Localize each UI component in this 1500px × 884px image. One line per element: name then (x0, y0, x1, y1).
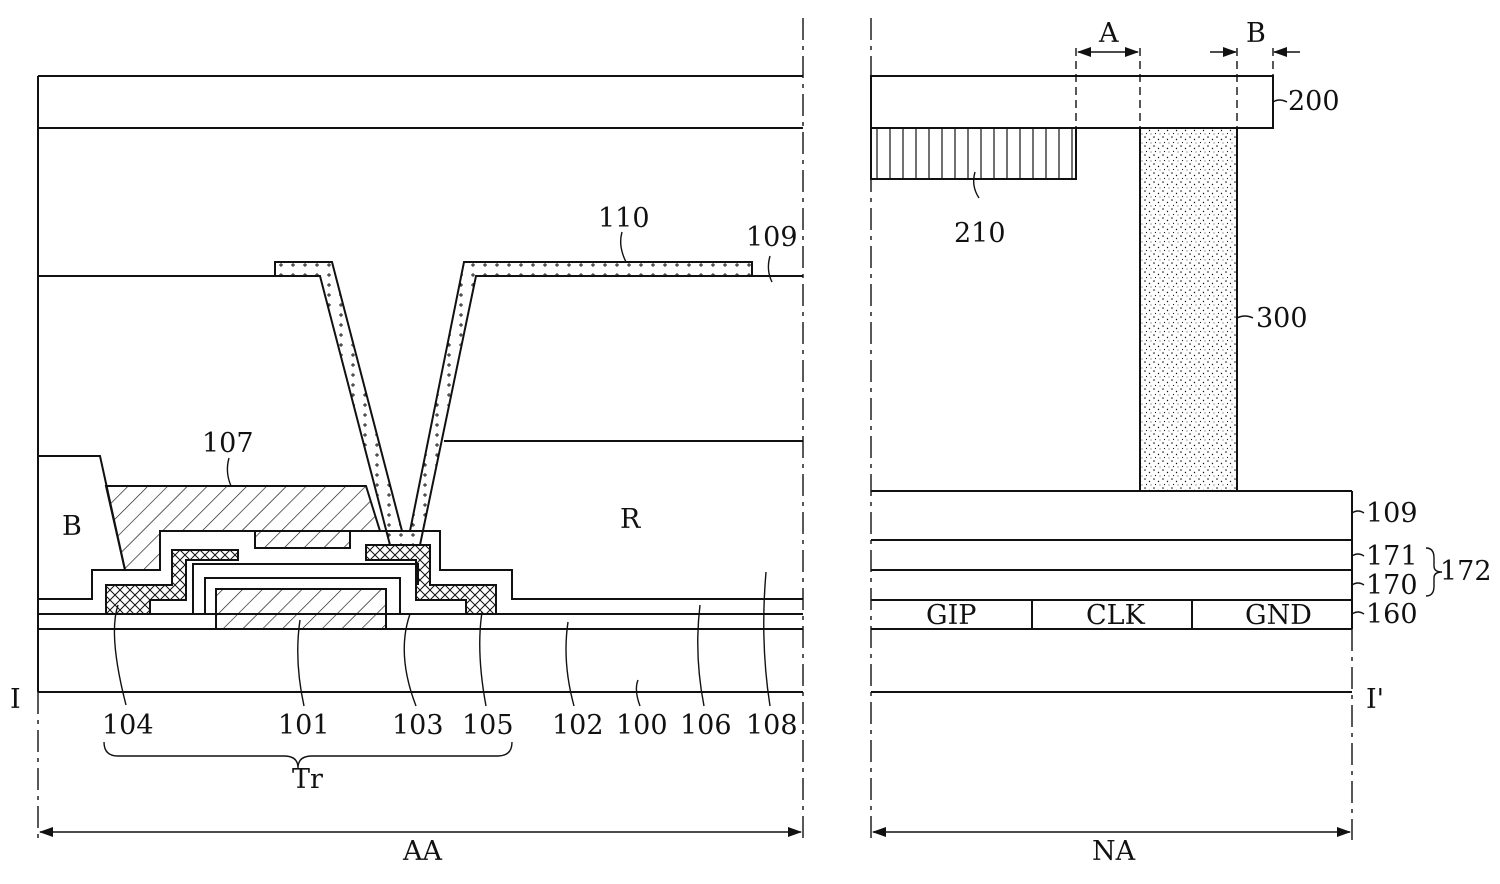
label-171: 171 (1366, 541, 1418, 572)
label-aa: AA (402, 836, 442, 867)
label-dim-a: A (1098, 18, 1119, 49)
label-108: 108 (746, 710, 798, 741)
leader-110 (621, 232, 626, 262)
leader-200 (1273, 100, 1287, 102)
leader-160 (1352, 612, 1364, 614)
label-170: 170 (1366, 570, 1418, 601)
leader-170 (1352, 583, 1364, 585)
leader-300 (1237, 316, 1253, 318)
label-gnd: GND (1245, 600, 1312, 631)
label-200: 200 (1288, 86, 1340, 117)
label-105: 105 (462, 710, 514, 741)
substrate-200 (871, 76, 1273, 128)
leader-101 (298, 620, 304, 706)
label-tr: Tr (292, 764, 323, 795)
label-dim-b: B (1246, 18, 1266, 49)
label-160: 160 (1366, 599, 1418, 630)
label-109a: 109 (746, 222, 798, 253)
black-matrix-210 (871, 128, 1076, 179)
leader-109a (768, 256, 772, 282)
label-110: 110 (598, 203, 650, 234)
label-i: I (10, 684, 21, 715)
label-clk: CLK (1086, 600, 1146, 631)
label-bank-b: B (62, 511, 82, 542)
label-region-r: R (620, 504, 641, 535)
label-106: 106 (680, 710, 732, 741)
label-gip: GIP (926, 600, 976, 631)
label-172: 172 (1440, 556, 1492, 587)
label-102: 102 (552, 710, 604, 741)
leader-104 (114, 605, 126, 705)
layer-107 (106, 486, 380, 570)
leader-109b (1352, 511, 1364, 513)
gate-101 (216, 589, 386, 629)
non-active-area-panel (871, 18, 1442, 840)
seal-300 (1140, 128, 1237, 491)
label-109b: 109 (1366, 498, 1418, 529)
leader-102 (566, 622, 574, 706)
label-101: 101 (278, 710, 330, 741)
leader-171 (1352, 554, 1364, 556)
label-104: 104 (102, 710, 154, 741)
label-107: 107 (202, 428, 254, 459)
label-210: 210 (954, 218, 1006, 249)
leader-108 (764, 572, 770, 706)
label-i-prime: I' (1366, 684, 1384, 715)
label-300: 300 (1256, 303, 1308, 334)
label-103: 103 (392, 710, 444, 741)
label-na: NA (1092, 836, 1136, 867)
leader-106 (698, 605, 704, 706)
label-100: 100 (616, 710, 668, 741)
leader-107 (227, 458, 231, 486)
